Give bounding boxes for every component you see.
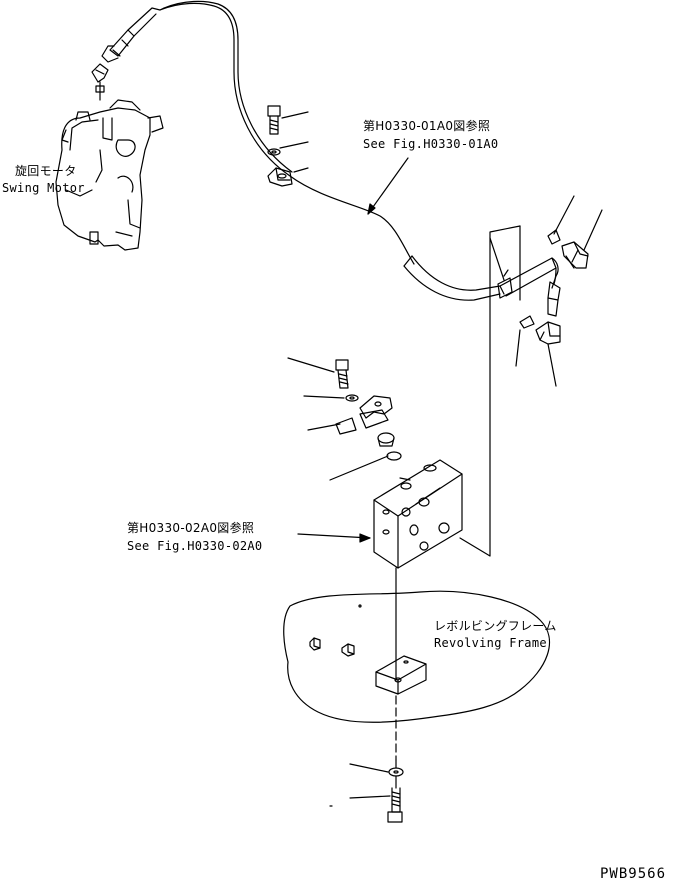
drawing-code: PWB9566 [600, 866, 667, 882]
leader-lines-bottom [329, 763, 391, 807]
ref-arrow-02 [297, 533, 371, 543]
swing-motor-label-en: Swing Motor [2, 181, 85, 195]
ref-02-label-jp: 第H0330-02A0図参照 [127, 521, 255, 535]
leader-lines-right [489, 195, 603, 387]
swing-motor-label-jp: 旋回モータ [15, 164, 77, 178]
ref-01-label-jp: 第H0330-01A0図参照 [363, 119, 491, 133]
hose-clamp-bracket [267, 167, 293, 187]
hose-end-fitting [101, 7, 165, 63]
ref-02-label-en: See Fig.H0330-02A0 [127, 539, 263, 553]
frame-label-jp: レボルビングフレーム [434, 619, 557, 633]
ref-arrow-01 [367, 157, 409, 215]
leader-lines-middle [287, 357, 389, 481]
leader-lines-upper [279, 111, 309, 173]
hose-clamp [497, 269, 513, 299]
hose [159, 0, 561, 317]
right-side-fittings [459, 225, 589, 557]
clamp-bolt-upper [267, 105, 281, 156]
frame-label-en: Revolving Frame [434, 636, 547, 650]
motor-elbow-fitting [91, 63, 109, 101]
ref-01-label-en: See Fig.H0330-01A0 [363, 137, 499, 151]
valve-block [373, 459, 463, 569]
swing-motor [55, 99, 164, 251]
bottom-bolt-washer [387, 759, 404, 823]
revolving-frame [283, 590, 551, 723]
block-mount-parts [335, 359, 402, 461]
